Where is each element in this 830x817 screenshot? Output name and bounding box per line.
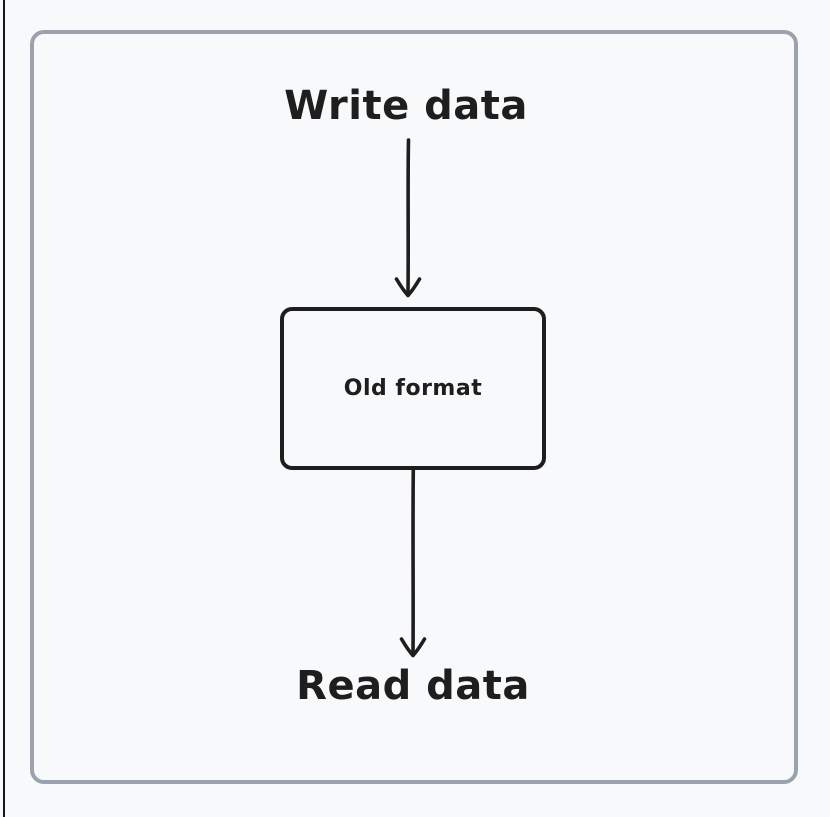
read-data-label: Read data (296, 663, 530, 709)
screen-left-edge-line (3, 0, 5, 817)
old-format-label: Old format (343, 376, 483, 401)
arrow-down-icon (394, 138, 422, 298)
write-data-label: Write data (284, 83, 528, 129)
diagram-frame (30, 30, 798, 784)
old-format-box: Old format (280, 307, 546, 470)
arrow-down-icon (399, 468, 427, 658)
